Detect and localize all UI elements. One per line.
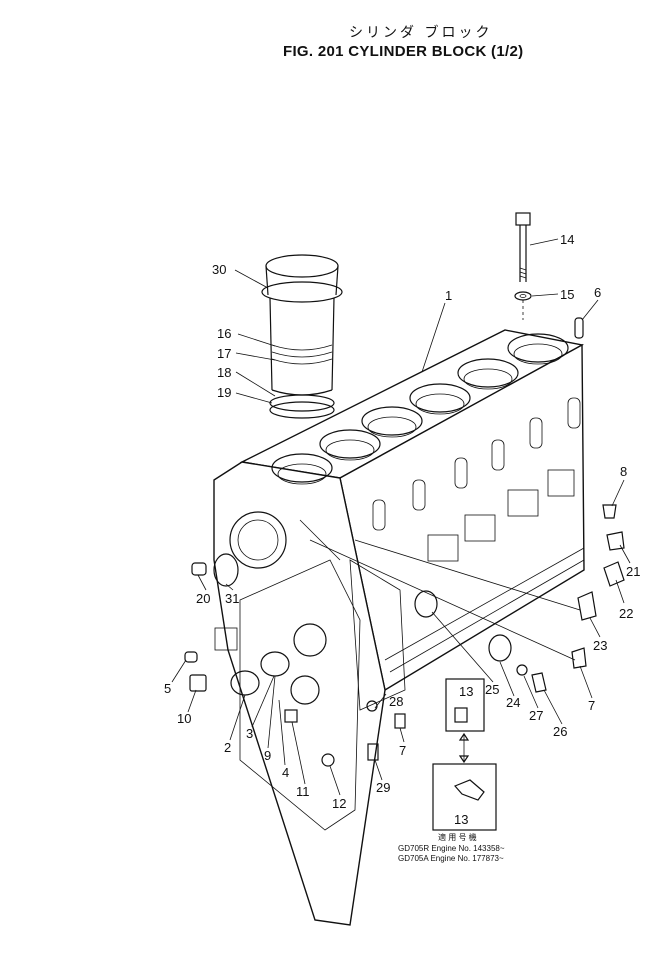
callout-27: 27 bbox=[529, 708, 543, 723]
right-fittings bbox=[414, 504, 625, 693]
applicability-heading: 適 用 号 機 bbox=[438, 832, 477, 842]
applicability-line-2: GD705A Engine No. 177873~ bbox=[398, 854, 504, 863]
callout-22: 22 bbox=[619, 606, 633, 621]
callout-16: 16 bbox=[217, 326, 231, 341]
callout-14: 14 bbox=[560, 232, 574, 247]
callout-3: 3 bbox=[246, 726, 253, 741]
callout-8: 8 bbox=[620, 464, 627, 479]
head-bolt bbox=[514, 212, 532, 320]
callout-2: 2 bbox=[224, 740, 231, 755]
callout-labels: 1 2 3 4 5 6 7 7 8 9 10 11 12 13 13 14 15… bbox=[164, 232, 640, 827]
callout-21: 21 bbox=[626, 564, 640, 579]
callout-13-detail: 13 bbox=[454, 812, 468, 827]
callout-18: 18 bbox=[217, 365, 231, 380]
callout-7-right: 7 bbox=[588, 698, 595, 713]
callout-13-box: 13 bbox=[459, 684, 473, 699]
callout-11: 11 bbox=[296, 784, 310, 799]
callout-9: 9 bbox=[264, 748, 271, 763]
callout-15: 15 bbox=[560, 287, 574, 302]
callout-17: 17 bbox=[217, 346, 231, 361]
callout-12: 12 bbox=[332, 796, 346, 811]
callout-6: 6 bbox=[594, 285, 601, 300]
callout-29: 29 bbox=[376, 780, 390, 795]
dowel-pin bbox=[574, 317, 584, 339]
callout-10: 10 bbox=[177, 711, 191, 726]
cylinder-liner bbox=[261, 254, 343, 419]
callout-19: 19 bbox=[217, 385, 231, 400]
callout-24: 24 bbox=[506, 695, 520, 710]
callout-7-lower: 7 bbox=[399, 743, 406, 758]
callout-20: 20 bbox=[196, 591, 210, 606]
callout-26: 26 bbox=[553, 724, 567, 739]
callout-5: 5 bbox=[164, 681, 171, 696]
callout-28: 28 bbox=[389, 694, 403, 709]
applicability-line-1: GD705R Engine No. 143358~ bbox=[398, 844, 505, 853]
figure-title: FIG. 201 CYLINDER BLOCK (1/2) bbox=[283, 43, 524, 60]
callout-23: 23 bbox=[593, 638, 607, 653]
detail-box-13 bbox=[432, 678, 497, 831]
left-fittings bbox=[184, 553, 406, 767]
callout-30: 30 bbox=[212, 262, 226, 277]
callout-31: 31 bbox=[225, 591, 239, 606]
applicability-note: 適 用 号 機 GD705R Engine No. 143358~ GD705A… bbox=[398, 832, 505, 863]
callout-4: 4 bbox=[282, 765, 289, 780]
cylinder-block bbox=[213, 329, 585, 926]
callout-1: 1 bbox=[445, 288, 452, 303]
title-japanese: シリンダ ブロック bbox=[349, 25, 493, 41]
leader-lines bbox=[171, 238, 631, 796]
callout-25: 25 bbox=[485, 682, 499, 697]
